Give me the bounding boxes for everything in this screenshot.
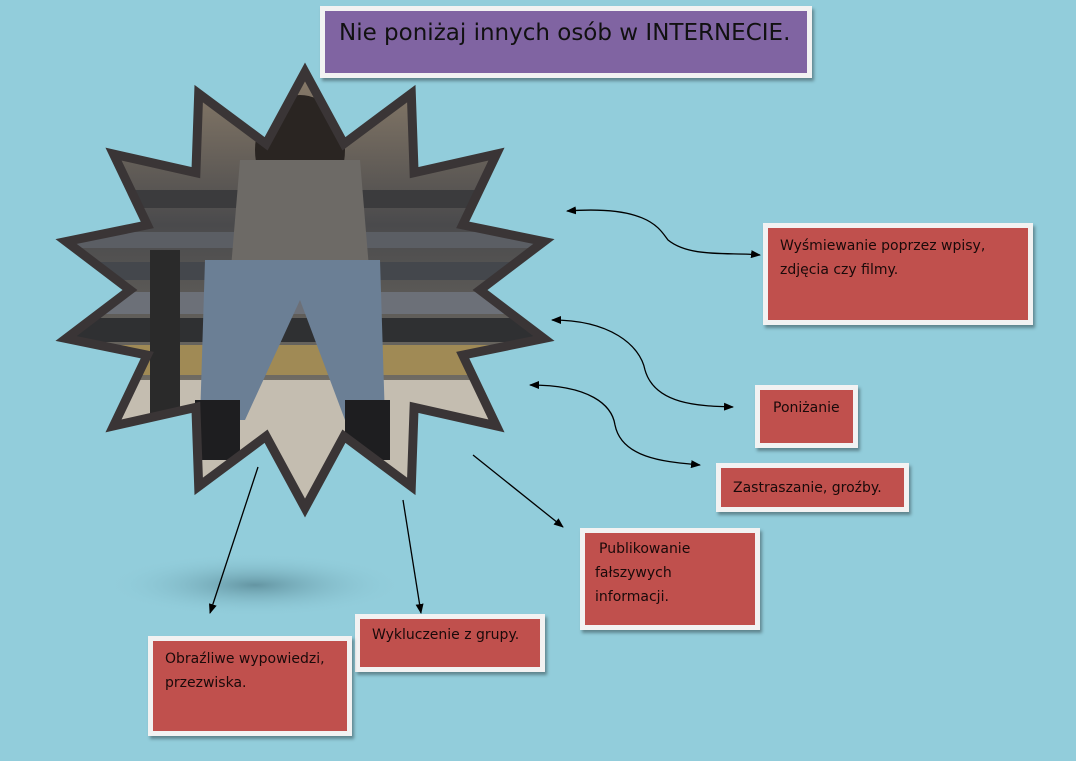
box-text: zdjęcia czy filmy. [780,262,899,278]
arrow-false-info [472,454,564,528]
star-photo [55,62,555,518]
box-text: przezwiska. [165,675,247,691]
arrow-insults [209,466,259,614]
box-text: fałszywych [595,565,672,581]
box-text: Obraźliwe wypowiedzi, [165,651,325,667]
star-shadow [105,553,405,617]
page-title: Nie poniżaj innych osób w INTERNECIE. [320,6,812,78]
box-humiliation: Poniżanie [755,385,858,448]
arrow-threats [529,381,701,469]
box-text: Publikowanie [599,541,691,557]
arrow-exclusion [402,499,424,614]
box-text: Wyśmiewanie poprzez wpisy, [780,238,986,254]
box-text: informacji. [595,589,669,605]
box-mocking: Wyśmiewanie poprzez wpisy, zdjęcia czy f… [763,223,1033,325]
box-insults: Obraźliwe wypowiedzi, przezwiska. [148,636,352,736]
arrow-humiliation [551,316,734,411]
box-exclusion: Wykluczenie z grupy. [355,614,545,672]
box-false-info: Publikowanie fałszywych informacji. [580,528,760,630]
arrow-mocking [566,206,761,259]
box-threats: Zastraszanie, groźby. [716,463,909,512]
